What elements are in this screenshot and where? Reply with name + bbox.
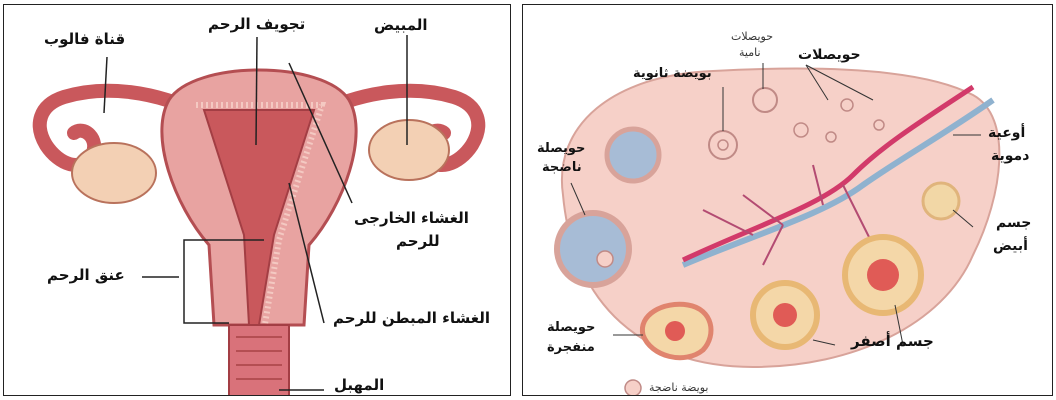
label-mature-follicle-line2: ناضجة — [542, 161, 582, 176]
label-corpus-albicans-line2: أبيض — [993, 238, 1028, 254]
mature-ovum — [625, 380, 641, 396]
label-corpus-luteum: جسم أصفر — [851, 333, 934, 350]
left-ovary — [72, 143, 156, 203]
secondary-follicle — [607, 129, 659, 181]
uterus-diagram-panel: قناة فالوب تجويف الرحم المبيض الغشاء الخ… — [3, 4, 511, 396]
label-perimetrium-line2: للرحم — [396, 233, 440, 250]
label-endometrium: الغشاء المبطن للرحم — [333, 310, 490, 327]
vagina-canal — [229, 325, 289, 396]
label-growing-follicles-line1: حويصلات — [731, 31, 773, 44]
label-follicles: حويصلات — [798, 47, 861, 63]
label-blood-vessels-line1: أوعية — [988, 125, 1025, 141]
label-perimetrium-line1: الغشاء الخارجى — [354, 210, 469, 227]
label-ruptured-follicle-line1: حويصلة — [547, 321, 595, 336]
right-ovary — [369, 120, 449, 180]
label-growing-follicles-line2: نامية — [739, 47, 761, 60]
label-fallopian-tube: قناة فالوب — [44, 31, 125, 48]
ovary-diagram-panel: حويصلات نامية حويصلات بويضة ثانوية حويصل… — [522, 4, 1053, 396]
secondary-oocyte — [709, 131, 737, 159]
label-mature-ovum: بويضة ناضجة — [649, 382, 709, 395]
growing-follicle — [753, 88, 777, 112]
corpus-albicans — [923, 183, 959, 219]
label-corpus-albicans-line1: جسم — [996, 215, 1031, 231]
label-secondary-oocyte: بويضة ثانوية — [633, 67, 712, 82]
uterus-illustration — [4, 5, 511, 396]
label-ovary: المبيض — [374, 17, 428, 34]
label-ruptured-follicle-line2: منفجرة — [547, 341, 595, 356]
label-mature-follicle-line1: حويصلة — [537, 142, 585, 157]
label-vagina: المهبل — [334, 377, 384, 394]
ovary-illustration — [523, 5, 1053, 396]
label-cervix: عنق الرحم — [47, 267, 125, 284]
mature-follicle — [557, 213, 629, 285]
label-blood-vessels-line2: دموية — [991, 148, 1029, 164]
label-uterine-cavity: تجويف الرحم — [208, 16, 305, 33]
